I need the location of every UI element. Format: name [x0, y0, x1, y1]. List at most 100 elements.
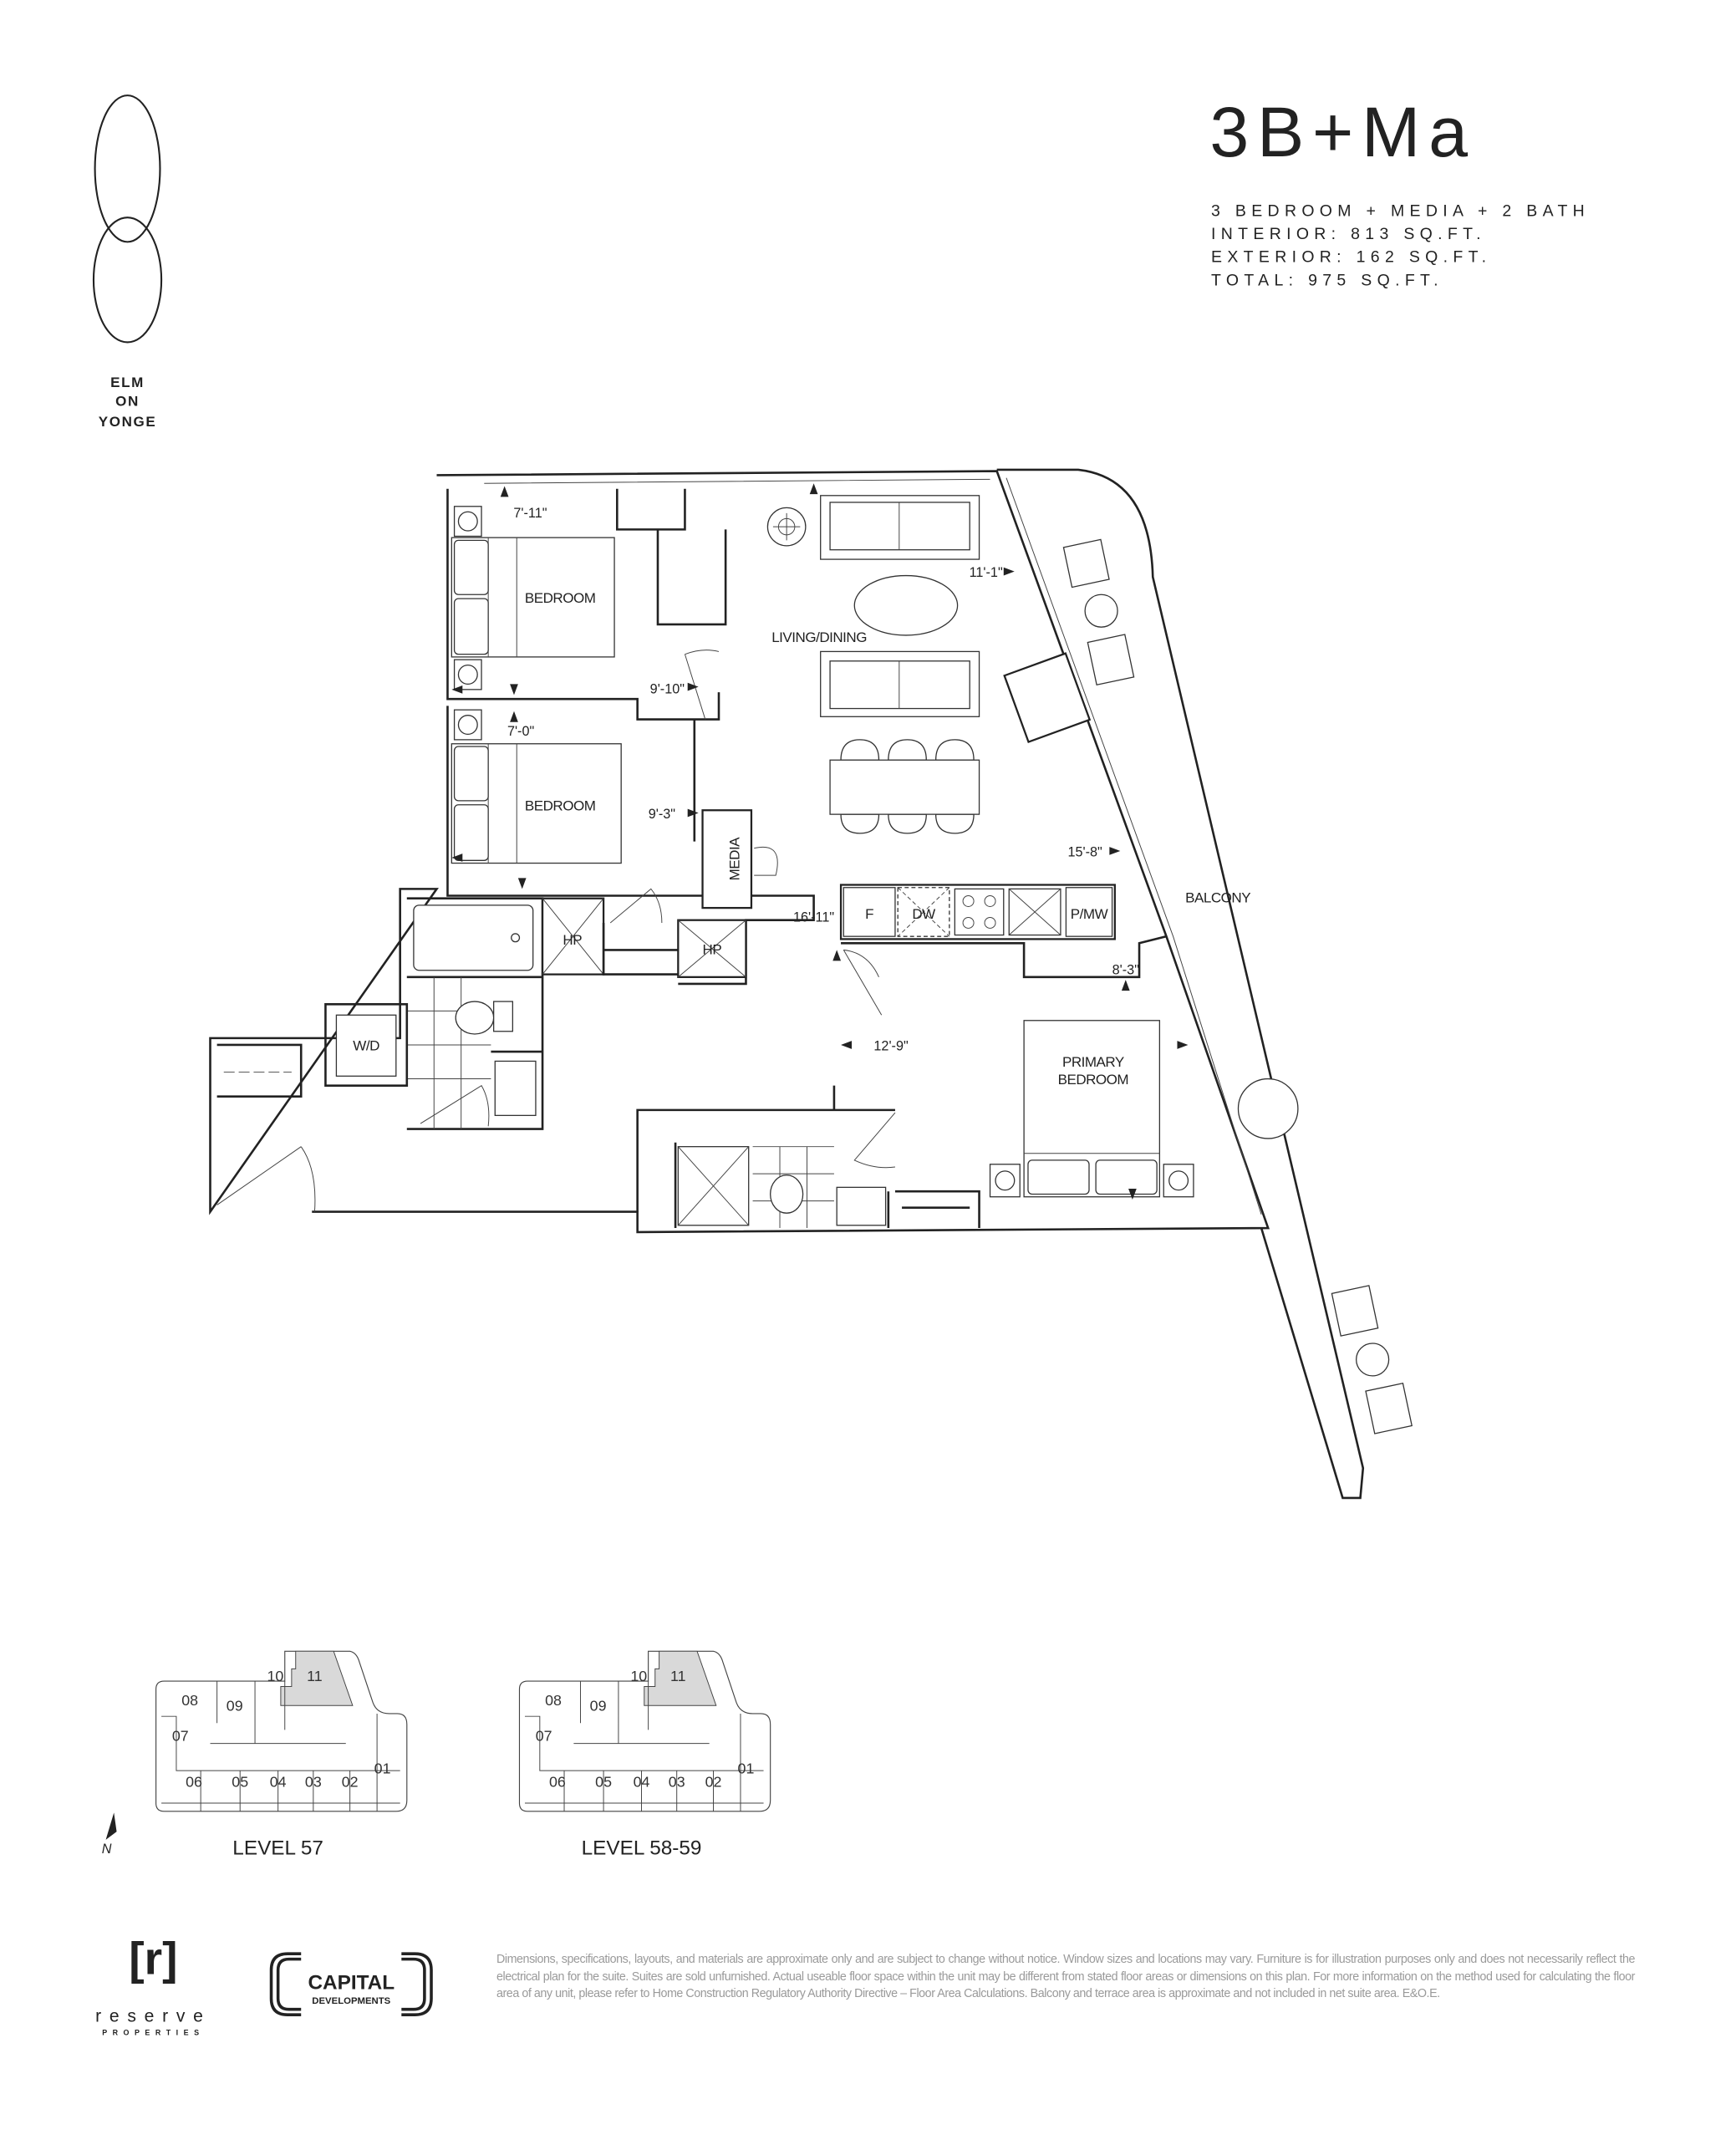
kitchen-wall [841, 935, 1167, 979]
bed-primary [989, 1020, 1194, 1198]
ensuite-door [853, 1112, 896, 1169]
unit-05: 05 [595, 1774, 612, 1791]
floor-lamp-inner [777, 517, 796, 536]
tub-drain [511, 933, 521, 943]
floor-plan: HP HP W/D BEDROOM [209, 468, 1413, 1500]
unit-04: 04 [634, 1774, 650, 1791]
balcony-label: BALCONY [1185, 890, 1250, 906]
brand-line-2: ON [115, 394, 140, 410]
linen-closet [602, 922, 679, 976]
brand-line-1: ELM [110, 374, 145, 390]
entry-door [216, 1146, 316, 1212]
capital-name: CAPITAL [308, 1971, 395, 1994]
balcony-outline [996, 468, 1365, 1500]
pantry-microwave-label: P/MW [1071, 906, 1108, 922]
hall-door [609, 888, 663, 924]
fridge [843, 887, 896, 937]
reserve-mark: [r] [129, 1933, 177, 1985]
dim-bedroom2-width: 7'-0" [507, 724, 535, 739]
unit-08: 08 [545, 1692, 562, 1709]
dimension-arrows [451, 483, 1189, 1200]
keyplan-label: LEVEL 57 [232, 1837, 323, 1860]
unit-11: 11 [307, 1668, 323, 1684]
reserve-name: reserve [95, 2006, 211, 2025]
fridge-label: F [865, 906, 873, 922]
unit-09: 09 [227, 1698, 243, 1715]
keyplan-level-57: 08 09 10 11 07 06 05 04 03 02 01 LEVEL 5… [155, 1650, 408, 1860]
unit-06: 06 [549, 1774, 566, 1791]
hp-closet-1: HP [541, 897, 605, 976]
hp-label-2: HP [703, 941, 722, 957]
sofa-bottom [820, 650, 980, 717]
cooktop [954, 888, 1005, 936]
dimensions: 7'-11" 11'-1" 9'-10" 7'-0" 9'-3" 15'-8" … [507, 506, 1139, 1054]
vanity-1 [494, 1060, 537, 1117]
unit-02: 02 [342, 1774, 359, 1791]
keyplan-label: LEVEL 58-59 [582, 1837, 702, 1860]
washer-dryer-label: W/D [353, 1037, 379, 1053]
unit-08: 08 [181, 1692, 198, 1709]
unit-04: 04 [270, 1774, 287, 1791]
sofa-top [820, 495, 980, 560]
primary-bedroom-label-2: BEDROOM [1058, 1072, 1129, 1088]
media-label: MEDIA [726, 837, 742, 881]
brand-line-3: YONGE [99, 414, 157, 430]
dishwasher-label: DW [912, 906, 935, 922]
primary-bedroom-door [843, 949, 883, 1016]
north-label: N [102, 1842, 112, 1857]
pantry-microwave [1065, 887, 1113, 937]
dim-dining-width: 15'-8" [1067, 844, 1102, 859]
reserve-sub: PROPERTIES [102, 2029, 204, 2037]
unit-02: 02 [705, 1774, 722, 1791]
column [1003, 652, 1092, 744]
elm-on-yonge-logo: ELM ON YONGE [92, 94, 163, 430]
bathroom1-walls [406, 897, 544, 1130]
balcony-furniture [1062, 538, 1413, 1434]
bed-bedroom-2 [451, 743, 622, 864]
bedroom-2-label: BEDROOM [525, 797, 596, 813]
shower-lines [677, 1146, 750, 1226]
bath-tiles [406, 976, 491, 1129]
bedroom-1-label: BEDROOM [525, 590, 596, 606]
unit-09: 09 [590, 1698, 607, 1715]
keyplan-level-58-59: 08 09 10 11 07 06 05 04 03 02 01 LEVEL 5… [518, 1650, 771, 1860]
primary-bedroom-label-1: PRIMARY [1062, 1054, 1124, 1070]
coffee-table [853, 574, 959, 636]
dim-bedroom2-depth: 9'-3" [649, 807, 676, 822]
laundry-walls [216, 1003, 409, 1098]
dim-primary-width: 8'-3" [1112, 963, 1140, 978]
ensuite-walls [636, 1085, 895, 1229]
bathtub [413, 904, 534, 971]
nightstand-lamp [453, 506, 482, 741]
unit-11: 11 [670, 1668, 686, 1684]
unit-10: 10 [630, 1668, 647, 1684]
unit-07: 07 [536, 1727, 552, 1744]
dim-bedroom1-width: 7'-11" [513, 506, 547, 521]
primary-closet [894, 1190, 980, 1229]
kitchen-counter: F DW P/MW [839, 884, 1116, 940]
hp-label-1: HP [563, 932, 582, 948]
spec-exterior: EXTERIOR: 162 SQ.FT. [1211, 248, 1491, 267]
toilet-2 [770, 1174, 804, 1214]
highlighted-unit [644, 1650, 717, 1706]
highlighted-unit [280, 1650, 354, 1706]
media-desk [701, 809, 753, 910]
unit-title: 3B+Ma [1209, 93, 1475, 171]
floor-lamp-cross [772, 512, 801, 541]
toilet-1-tank [492, 1001, 514, 1032]
media-chair [754, 847, 778, 876]
spec-total: TOTAL: 975 SQ.FT. [1211, 271, 1443, 289]
vanity-2 [836, 1186, 887, 1226]
reserve-properties-logo: [r] reserve PROPERTIES [95, 1933, 211, 2037]
bath1-door [420, 1084, 490, 1127]
bedroom1-walls [446, 488, 727, 721]
unit-03: 03 [305, 1774, 322, 1791]
washer-dryer [335, 1014, 397, 1077]
capital-developments-logo: CAPITAL DEVELOPMENTS [269, 1952, 433, 2016]
dining-set [829, 739, 980, 834]
capital-sub: DEVELOPMENTS [312, 1996, 390, 2006]
logo-8-top [94, 94, 161, 243]
spec-rooms: 3 BEDROOM + MEDIA + 2 BATH [1211, 202, 1590, 221]
